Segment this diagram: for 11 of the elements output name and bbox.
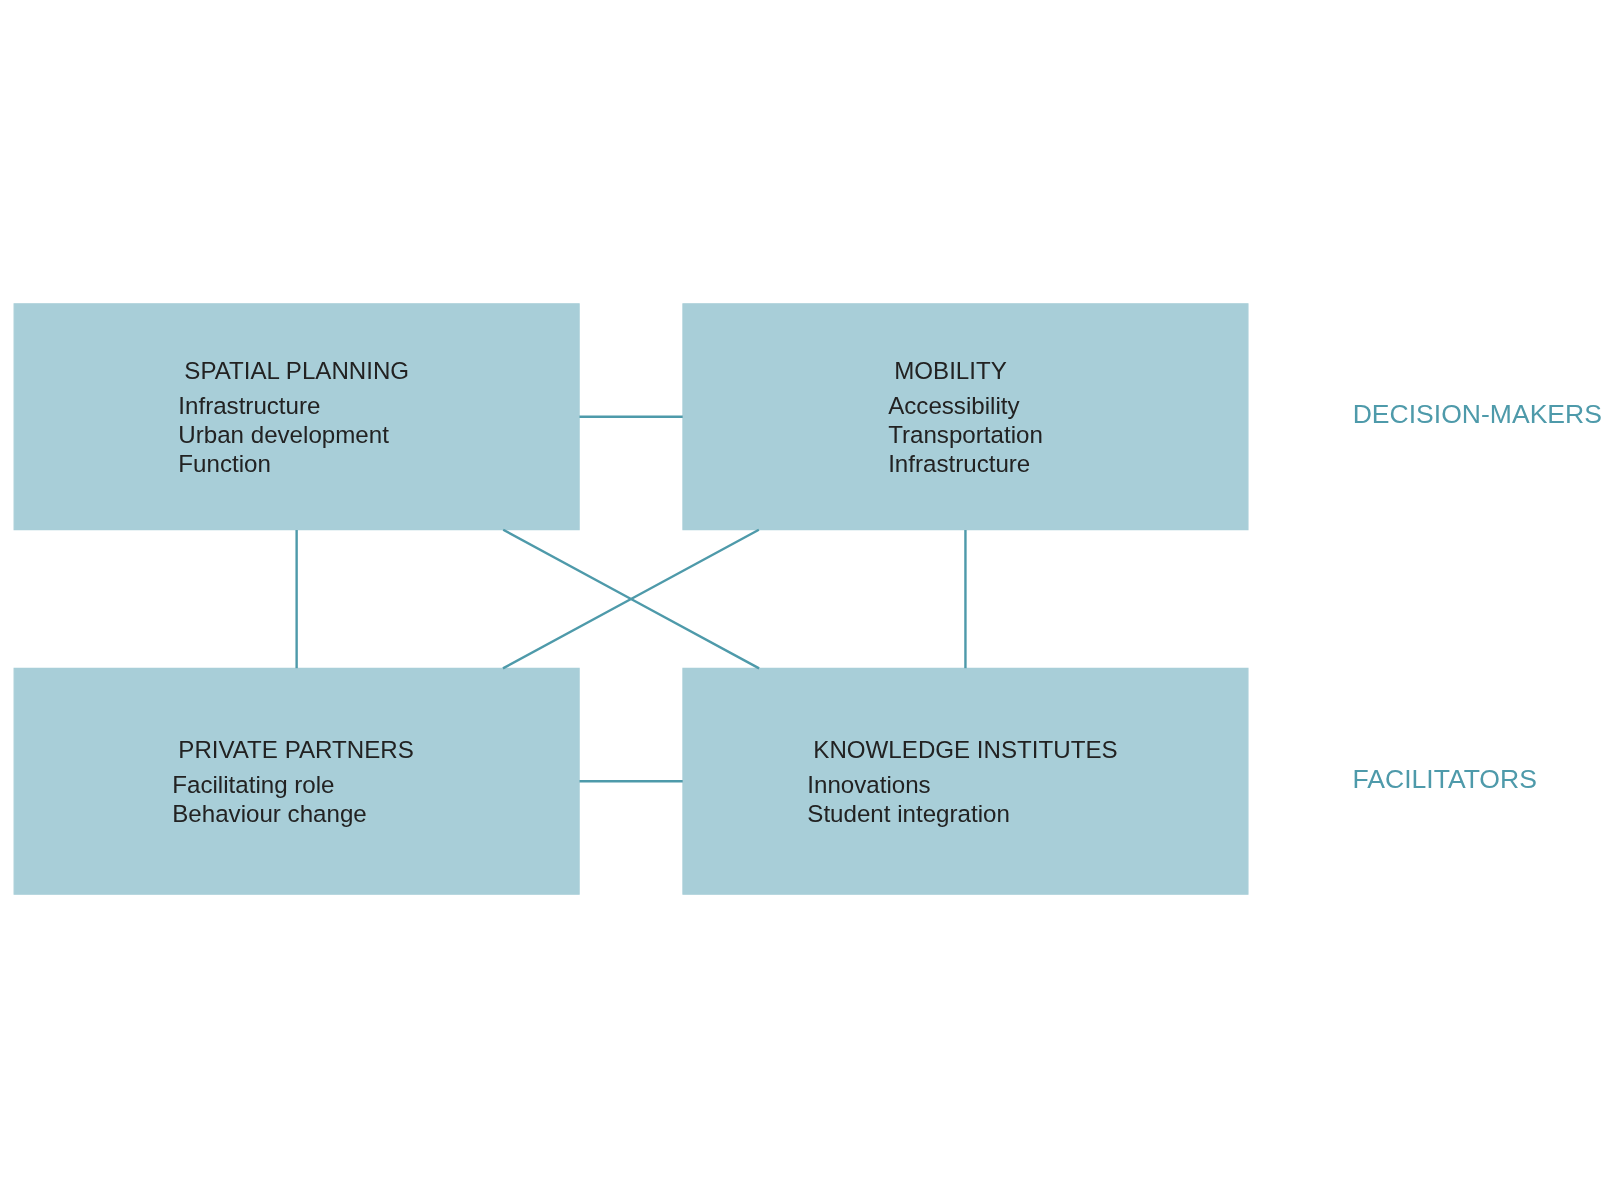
connector: [964, 530, 967, 669]
label: FACILITATORS: [1352, 764, 1537, 795]
connector: [579, 415, 683, 418]
connector: [295, 530, 298, 669]
node-box: MOBILITY Accessibility Transportation Infrastructure: [682, 303, 1249, 531]
connector: [579, 780, 683, 783]
label: DECISION-MAKERS: [1352, 399, 1602, 430]
node-box: KNOWLEDGE INSTITUTES Innovations Student integration: [682, 667, 1249, 895]
node-box: SPATIAL PLANNING Infrastructure Urban development Function: [13, 303, 580, 531]
connector: [502, 528, 760, 670]
node-box: PRIVATE PARTNERS Facilitating role Behaviour change: [13, 667, 580, 895]
